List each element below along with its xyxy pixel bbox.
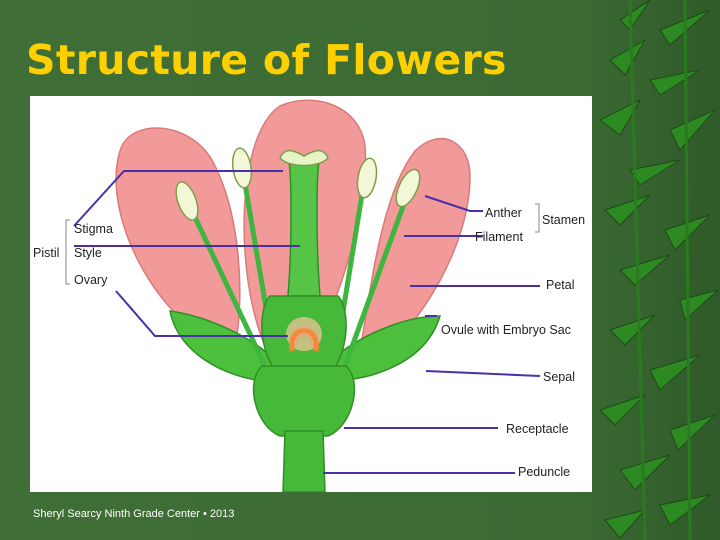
bamboo-leaves-decoration: [590, 0, 720, 540]
label-peduncle: Peduncle: [518, 465, 570, 479]
label-ovary: Ovary: [74, 273, 108, 287]
receptacle: [254, 366, 355, 436]
label-sepal: Sepal: [543, 370, 575, 384]
label-style: Style: [74, 246, 102, 260]
label-stamen: Stamen: [542, 213, 585, 227]
flower-diagram: Pistil Stigma Style Ovary Anther Filamen…: [30, 96, 592, 492]
label-anther: Anther: [485, 206, 522, 220]
label-receptacle: Receptacle: [506, 422, 569, 436]
label-stigma: Stigma: [74, 222, 113, 236]
peduncle: [283, 431, 325, 492]
label-petal: Petal: [546, 278, 575, 292]
slide-footer: Sheryl Searcy Ninth Grade Center • 2013: [33, 508, 234, 520]
slide-title: Structure of Flowers: [26, 36, 507, 84]
label-filament: Filament: [475, 230, 523, 244]
flower-diagram-panel: Pistil Stigma Style Ovary Anther Filamen…: [30, 96, 592, 492]
label-ovule: Ovule with Embryo Sac: [441, 323, 571, 337]
label-pistil: Pistil: [33, 246, 59, 260]
